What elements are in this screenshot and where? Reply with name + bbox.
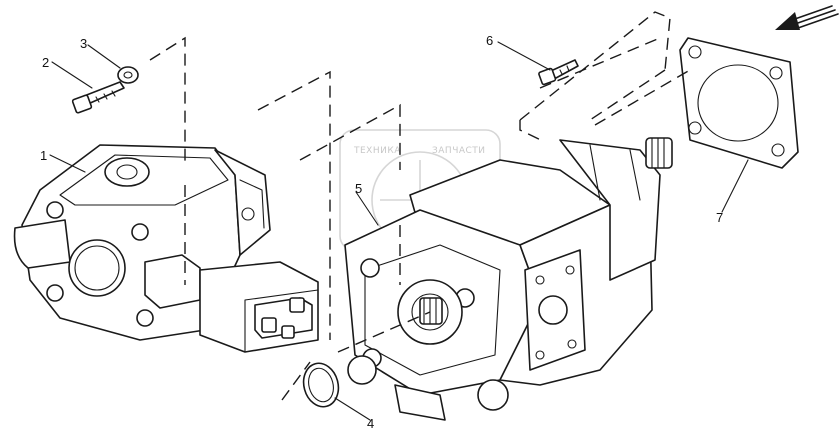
part-1-pump-section (13, 144, 319, 353)
callout-6: 6 (486, 33, 493, 48)
part-2-bolt (71, 81, 125, 114)
callout-5: 5 (355, 181, 362, 196)
watermark-text-left: ТЕХНИКА (353, 146, 401, 156)
part-4-o-ring (302, 362, 340, 408)
part-6-bolt (538, 59, 579, 86)
watermark-text-right: ЗАПЧАСТИ (432, 146, 486, 156)
part-7-gasket (679, 37, 799, 169)
callout-2: 2 (42, 55, 49, 70)
callout-3: 3 (80, 36, 87, 51)
callout-4: 4 (367, 416, 374, 431)
part-5-pump-body (344, 137, 673, 421)
callout-1: 1 (40, 148, 47, 163)
direction-arrow-icon (775, 5, 839, 30)
callout-7: 7 (716, 210, 723, 225)
part-3-washer (117, 66, 139, 84)
assembly-lines (149, 11, 691, 401)
callout-leaders (49, 41, 749, 421)
